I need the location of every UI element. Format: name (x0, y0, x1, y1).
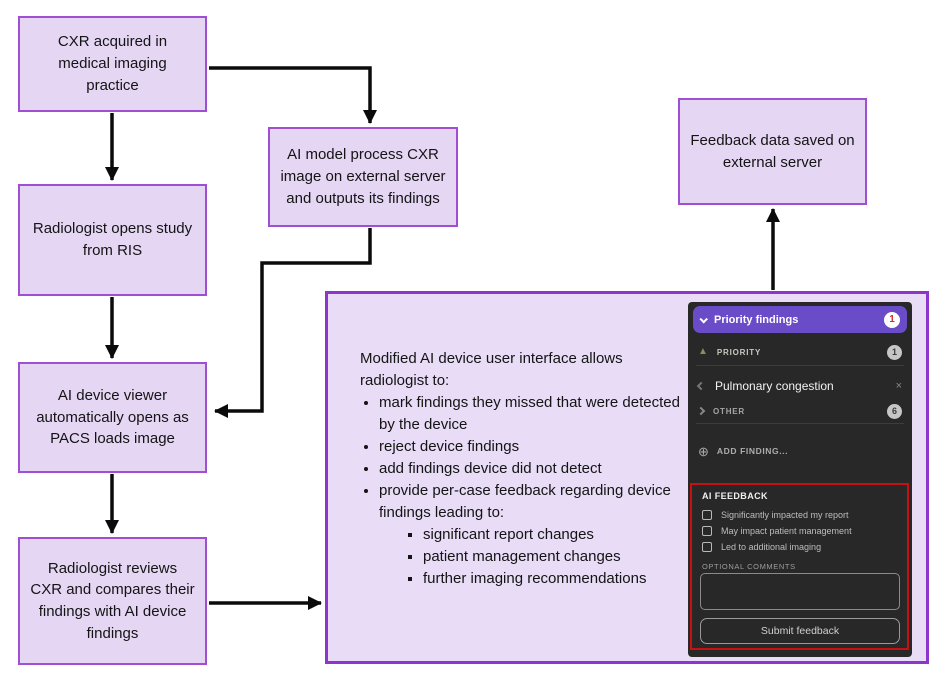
box-modified-ui-description: Modified AI device user interface allows… (325, 291, 929, 664)
finding-row-pulmonary-congestion[interactable]: Pulmonary congestion × (696, 374, 902, 398)
box-radiologist-opens-study: Radiologist opens study from RIS (18, 184, 207, 296)
chevron-left-icon[interactable] (696, 381, 706, 391)
arrow-cxr-to-model (209, 66, 377, 124)
checkbox-may-impact-management[interactable] (702, 526, 712, 536)
checkbox-label: May impact patient management (721, 526, 852, 536)
checkbox-additional-imaging[interactable] (702, 542, 712, 552)
checkbox-significantly-impacted[interactable] (702, 510, 712, 520)
priority-findings-count-badge: 1 (884, 311, 900, 328)
bullet-text: provide per-case feedback regarding devi… (379, 482, 671, 521)
submit-feedback-button[interactable]: Submit feedback (700, 618, 900, 644)
optional-comments-label: OPTIONAL COMMENTS (702, 562, 796, 571)
feedback-option-row[interactable]: May impact patient management (702, 525, 900, 537)
box-ai-model-process: AI model process CXR image on external s… (268, 127, 458, 227)
bullet-item: mark findings they missed that were dete… (379, 392, 694, 436)
feedback-option-row[interactable]: Significantly impacted my report (702, 509, 900, 521)
arrow-model-to-viewer (214, 228, 372, 418)
ai-feedback-title: AI FEEDBACK (702, 491, 768, 501)
chevron-right-icon (696, 406, 706, 416)
add-finding-button[interactable]: ⊕ ADD FINDING... (698, 441, 902, 461)
checkbox-label: Significantly impacted my report (721, 510, 849, 520)
priority-findings-title: Priority findings (714, 313, 799, 326)
bullet-item: add findings device did not detect (379, 458, 694, 480)
other-section-row[interactable]: OTHER 6 (696, 402, 902, 420)
main-box-sub-bullet-list: significant report changes patient manag… (379, 524, 694, 590)
chevron-down-icon (699, 314, 708, 324)
main-box-bullet-list: mark findings they missed that were dete… (360, 392, 694, 590)
main-box-text: Modified AI device user interface allows… (360, 348, 694, 590)
add-finding-label: ADD FINDING... (716, 446, 789, 456)
sub-bullet-item: patient management changes (423, 546, 694, 568)
divider (696, 365, 904, 366)
feedback-option-row[interactable]: Led to additional imaging (702, 541, 900, 553)
priority-section-row[interactable]: ▲ PRIORITY 1 (698, 343, 902, 361)
divider (696, 423, 904, 424)
priority-findings-header[interactable]: Priority findings 1 (693, 306, 907, 333)
box-feedback-saved: Feedback data saved on external server (678, 98, 867, 205)
bullet-item: reject device findings (379, 436, 694, 458)
other-section-label: OTHER (713, 406, 745, 416)
sub-bullet-item: further imaging recommendations (423, 568, 694, 590)
ai-device-panel: Priority findings 1 ▲ PRIORITY 1 Pulmona… (688, 302, 912, 657)
priority-count-badge: 1 (887, 344, 902, 360)
box-cxr-acquired: CXR acquired in medical imaging practice (18, 16, 207, 112)
finding-name: Pulmonary congestion (715, 379, 834, 393)
bullet-item: provide per-case feedback regarding devi… (379, 480, 694, 590)
checkbox-label: Led to additional imaging (721, 542, 822, 552)
ai-feedback-highlight-outline (690, 483, 909, 650)
other-count-badge: 6 (887, 403, 902, 419)
warning-triangle-icon: ▲ (698, 346, 708, 357)
close-icon[interactable]: × (895, 380, 902, 392)
sub-bullet-item: significant report changes (423, 524, 694, 546)
priority-section-label: PRIORITY (716, 347, 762, 357)
add-circle-icon: ⊕ (698, 443, 709, 459)
box-radiologist-reviews: Radiologist reviews CXR and compares the… (18, 537, 207, 665)
box-ai-device-viewer: AI device viewer automatically opens as … (18, 362, 207, 473)
optional-comments-input[interactable] (700, 573, 900, 610)
main-box-intro: Modified AI device user interface allows… (360, 350, 623, 389)
